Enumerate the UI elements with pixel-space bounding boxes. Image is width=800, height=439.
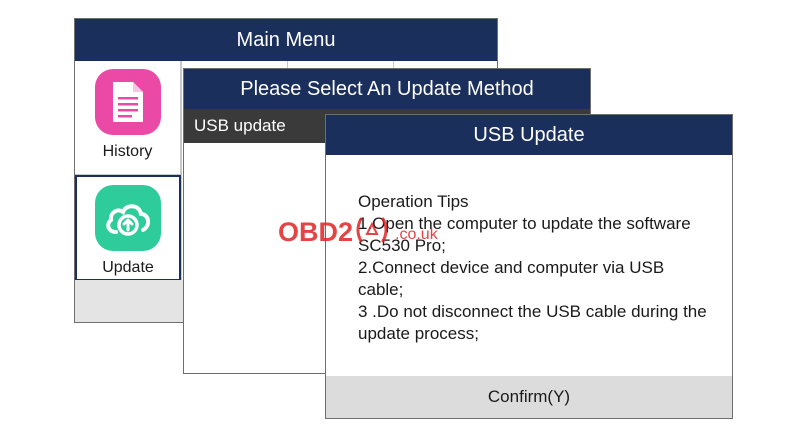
tip-item: 3 .Do not disconnect the USB cable durin… <box>358 302 707 343</box>
operation-tips: Operation Tips 1.Open the computer to up… <box>358 191 712 345</box>
tip-item: 1.Open the computer to update the softwa… <box>358 214 691 255</box>
watermark-logo: OBD2 .co.uk <box>278 216 438 249</box>
menu-tile-update[interactable]: Update <box>75 175 181 281</box>
grid-divider <box>181 61 182 281</box>
watermark-domain: .co.uk <box>395 225 438 243</box>
cloud-upload-icon <box>95 185 161 251</box>
watermark-text: OBD2 <box>278 217 354 247</box>
tips-heading: Operation Tips <box>358 192 469 211</box>
usb-update-title: USB Update <box>326 115 732 155</box>
menu-tile-label: History <box>102 143 153 160</box>
car-logo-icon <box>355 216 389 249</box>
main-menu-title: Main Menu <box>75 19 497 61</box>
history-document-icon <box>94 69 161 135</box>
confirm-button[interactable]: Confirm(Y) <box>326 376 732 418</box>
tip-item: 2.Connect device and computer via USB ca… <box>358 258 665 299</box>
main-menu-grid: History Update <box>75 61 497 281</box>
update-method-title: Please Select An Update Method <box>184 69 590 109</box>
menu-tile-history[interactable]: History <box>75 61 181 175</box>
usb-update-dialog: USB Update Operation Tips 1.Open the com… <box>325 114 733 419</box>
menu-tile-label: Update <box>102 259 154 276</box>
